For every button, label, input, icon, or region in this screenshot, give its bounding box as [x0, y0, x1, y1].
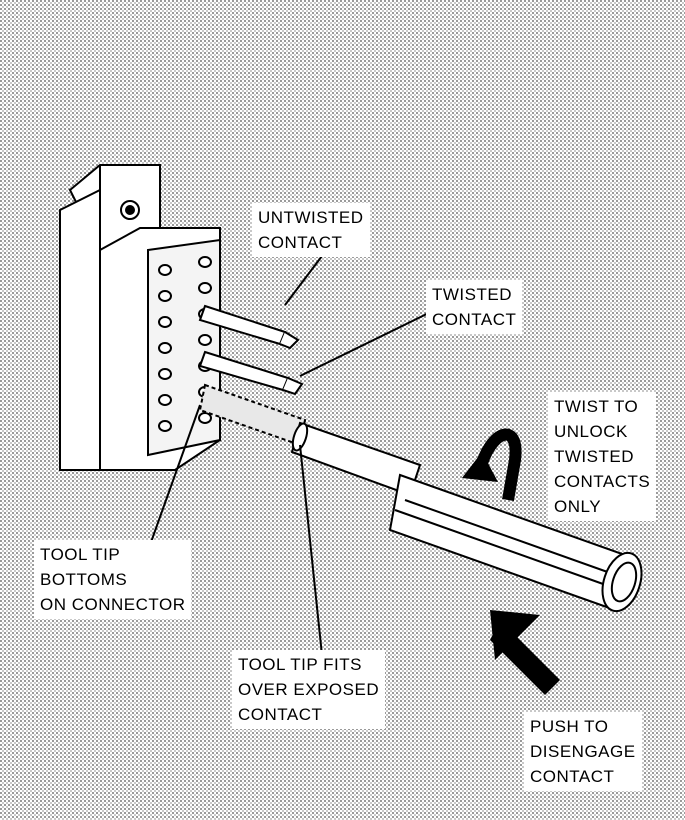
callout-tool-tip-fits: TOOL TIP FITS OVER EXPOSED CONTACT: [232, 650, 386, 729]
callout-line: CONTACT: [432, 310, 517, 329]
twisted-contact-pin: [198, 350, 304, 396]
push-arrow-icon: [490, 610, 560, 695]
callout-line: CONTACTS: [554, 472, 651, 491]
curved-arrow-icon: [462, 428, 522, 502]
callout-line: ON CONNECTOR: [40, 595, 186, 614]
callout-line: TWIST TO: [554, 397, 639, 416]
callout-line: UNLOCK: [554, 422, 628, 441]
callout-push-to-disengage: PUSH TO DISENGAGE CONTACT: [524, 712, 642, 791]
leader-lines: [149, 255, 446, 656]
callout-line: PUSH TO: [530, 717, 609, 736]
callout-line: UNTWISTED: [258, 208, 364, 227]
callout-line: TOOL TIP FITS: [238, 655, 362, 674]
callout-line: BOTTOMS: [40, 570, 128, 589]
callout-line: ONLY: [554, 497, 602, 516]
callout-twisted-contact: TWISTED CONTACT: [426, 280, 523, 334]
callout-twist-to-unlock: TWIST TO UNLOCK TWISTED CONTACTS ONLY: [548, 392, 657, 521]
callout-line: CONTACT: [258, 233, 343, 252]
removal-tool: [198, 383, 643, 613]
callout-line: TOOL TIP: [40, 545, 121, 564]
untwisted-contact-pin: [198, 304, 300, 350]
callout-tool-tip-bottoms: TOOL TIP BOTTOMS ON CONNECTOR: [34, 540, 192, 619]
callout-untwisted-contact: UNTWISTED CONTACT: [252, 203, 370, 257]
callout-line: TWISTED: [432, 285, 512, 304]
callout-line: TWISTED: [554, 447, 634, 466]
callout-line: CONTACT: [238, 705, 323, 724]
callout-line: CONTACT: [530, 767, 615, 786]
callout-line: OVER EXPOSED: [238, 680, 380, 699]
callout-line: DISENGAGE: [530, 742, 636, 761]
